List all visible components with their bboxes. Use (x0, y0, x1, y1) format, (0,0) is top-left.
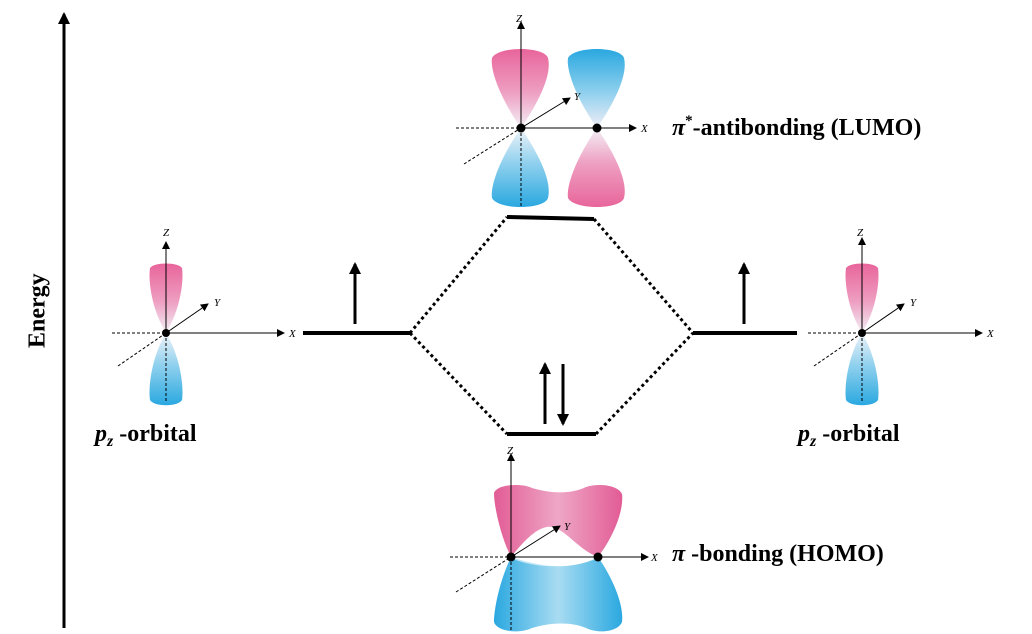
right-axis-x: X (986, 328, 995, 340)
correlation-lines (408, 216, 695, 436)
bonding-symbol: π (672, 541, 686, 567)
left-axis-z: Z (163, 227, 170, 239)
left-axis-y: Y (214, 297, 222, 309)
right-pz-text: -orbital (822, 421, 900, 447)
antibonding-axis-x: X (640, 123, 649, 135)
antibonding-axis-z: Z (516, 13, 523, 25)
right-pz-symbol: p (798, 421, 810, 447)
left-pz-subscript: z (107, 433, 114, 450)
right-pz-label: pz -orbital (798, 421, 900, 451)
antibonding-superscript: * (685, 113, 693, 129)
bonding-label: π -bonding (HOMO) (672, 541, 884, 568)
antibonding-text: -antibonding (LUMO) (692, 115, 922, 141)
left-pz-orbital: Z Y X (112, 227, 297, 406)
antibonding-orbital: Z Y X (456, 13, 649, 207)
left-axis-x: X (288, 328, 297, 340)
bonding-text: -bonding (HOMO) (685, 541, 884, 567)
antibonding-axis-y: Y (574, 91, 582, 103)
bonding-axis-x: X (650, 552, 659, 564)
antibonding-label: π*-antibonding (LUMO) (672, 113, 921, 142)
antibonding-level (506, 215, 595, 221)
antibonding-right-lower-lobe (567, 128, 625, 207)
energy-axis-label: Energy (24, 273, 51, 348)
bonding-orbital: Z Y X (450, 445, 659, 632)
bonding-lower-lobe (494, 557, 623, 632)
antibonding-left-lower-lobe (491, 128, 549, 207)
left-pz-label: pz -orbital (95, 421, 197, 451)
right-pz-orbital: Z Y X (808, 227, 995, 406)
bonding-axis-y: Y (564, 521, 572, 533)
right-axis-y: Y (910, 297, 918, 309)
right-pz-subscript: z (810, 433, 817, 450)
antibonding-left-upper-lobe (491, 49, 549, 128)
left-pz-symbol: p (95, 421, 107, 447)
antibonding-symbol: π (672, 115, 686, 141)
left-pz-text: -orbital (119, 421, 197, 447)
antibonding-right-upper-lobe (567, 49, 625, 128)
right-axis-z: Z (857, 227, 864, 239)
bonding-upper-lobe (494, 485, 623, 557)
bonding-axis-z: Z (507, 445, 514, 457)
